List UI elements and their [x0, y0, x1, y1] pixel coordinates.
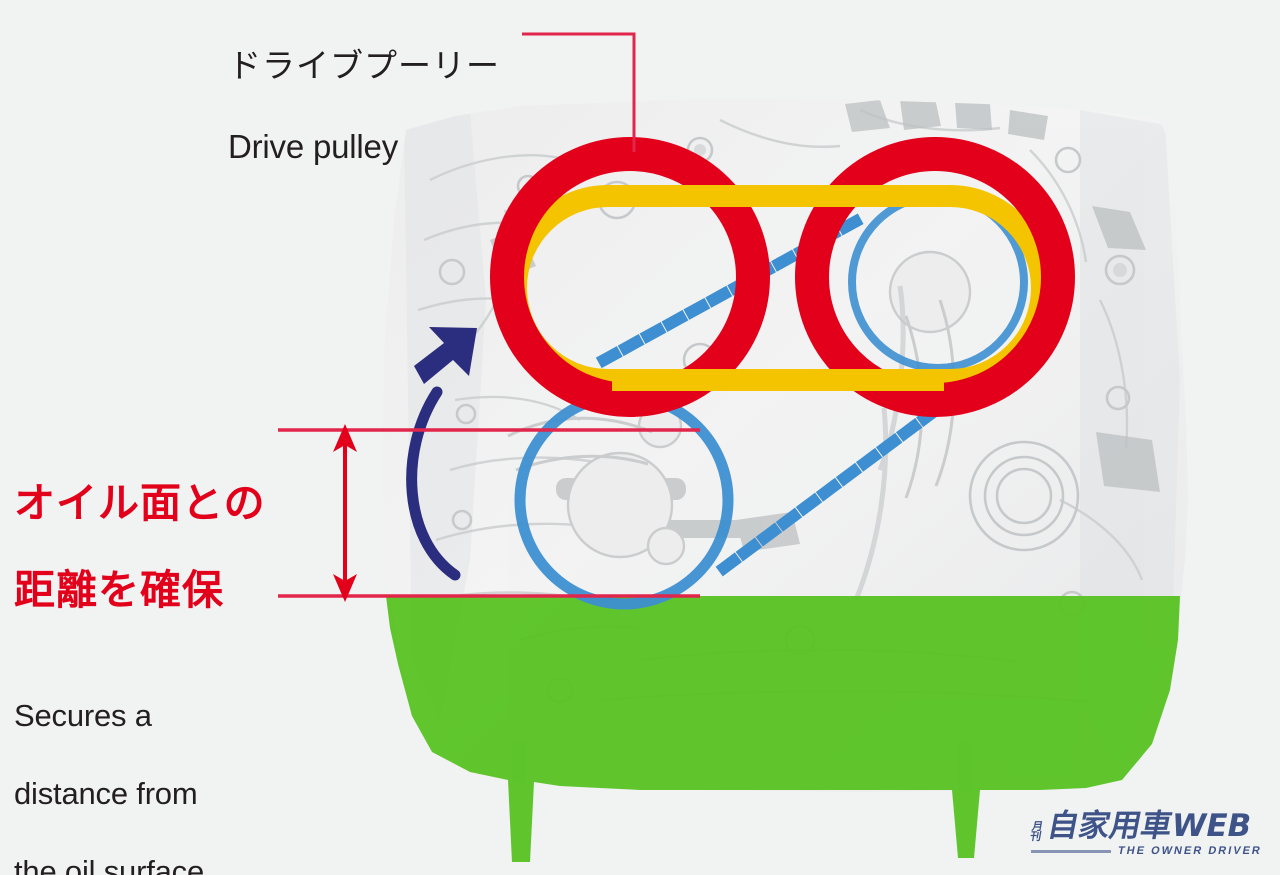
oil-clearance-label-en-line2: distance from — [14, 776, 198, 811]
logo-main-wordmark: 自家用車WEB — [1044, 808, 1255, 844]
oil-clearance-label-jp-line1: オイル面との — [14, 479, 266, 527]
oil-clearance-callout: オイル面との 距離を確保 Secures a distance from the… — [14, 442, 266, 875]
oil-pump-rotor-circle — [514, 390, 734, 610]
lower-dotted-drive-path — [715, 395, 953, 577]
drive-pulley-callout: ドライブプーリー Drive pulley — [228, 8, 500, 206]
drive-pulley-label-en: Drive pulley — [228, 128, 398, 165]
oil-clearance-label-en-line3: the oil surface — [14, 854, 204, 875]
logo-subtitle: THE OWNER DRIVER — [1116, 845, 1264, 857]
oil-fill-region — [386, 596, 1180, 862]
logo-subtitle-row: THE OWNER DRIVER — [1031, 845, 1264, 857]
timing-chain-loop — [505, 185, 1053, 391]
logo-kanji-gekkan-bottom: 刊 — [1029, 830, 1043, 843]
oil-clearance-label-en: Secures a distance from the oil surface — [14, 659, 266, 875]
left-drive-pulley-circle — [490, 137, 770, 417]
oil-clearance-label-en-line1: Secures a — [14, 698, 152, 733]
logo-kanji-prefix: 月 刊 — [1029, 820, 1044, 843]
oil-clearance-label-jp-line2: 距離を確保 — [14, 566, 224, 614]
dimension-double-arrow — [333, 424, 357, 602]
logo-divider-rule — [1031, 849, 1112, 853]
drive-pulley-label-jp: ドライブプーリー — [228, 46, 500, 85]
drive-pulley-leader-line — [522, 32, 636, 152]
publisher-logo[interactable]: 月 刊 自家用車WEB THE OWNER DRIVER — [1029, 808, 1264, 857]
right-driven-pulley-circle — [795, 137, 1075, 417]
logo-wordmark-row: 月 刊 自家用車WEB — [1029, 808, 1262, 844]
rotation-arrow — [406, 327, 477, 581]
